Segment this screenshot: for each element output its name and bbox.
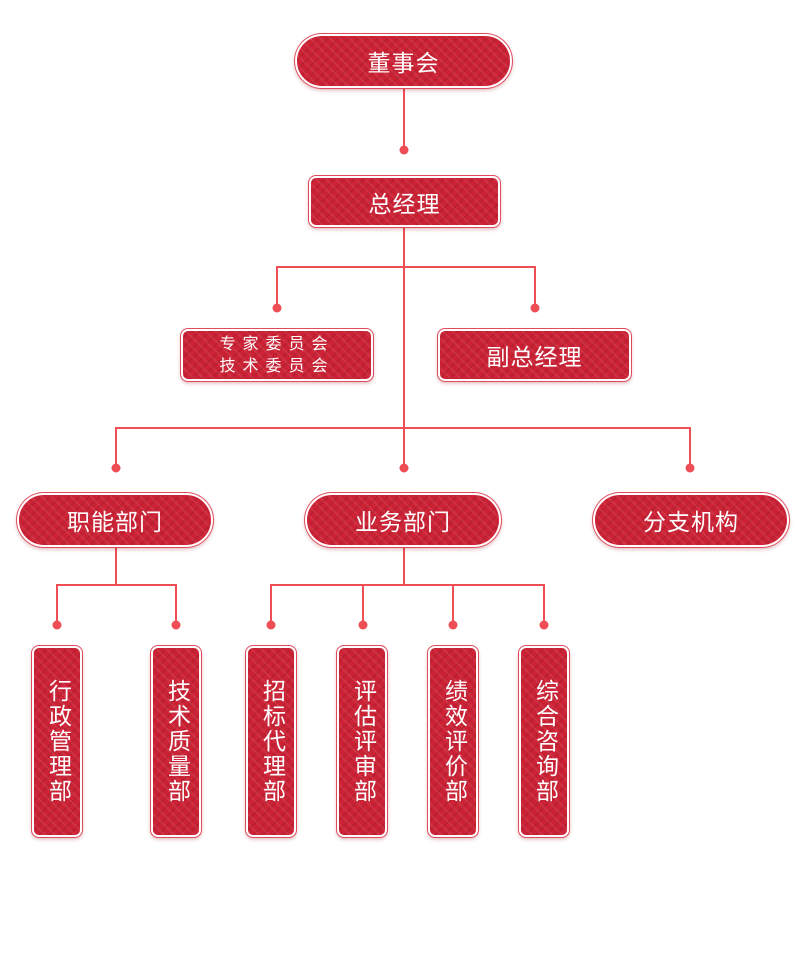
- connector-dot: [448, 620, 458, 630]
- node-performance-eval-dept: 绩效评价部: [428, 646, 478, 837]
- node-committees-text: 专家委员会 技术委员会: [219, 333, 334, 377]
- connector-dot: [685, 463, 695, 473]
- connector-dot: [171, 620, 181, 630]
- node-admin-dept: 行政管理部: [32, 646, 82, 837]
- connector-dot: [530, 303, 540, 313]
- node-business-dept: 业务部门: [305, 493, 501, 547]
- connector-dot: [399, 463, 409, 473]
- node-admin-dept-label: 行政管理部: [44, 679, 71, 804]
- node-board-label: 董事会: [367, 51, 440, 77]
- node-tender-agency-dept: 招标代理部: [246, 646, 296, 837]
- connector-dot: [272, 303, 282, 313]
- node-general-manager: 总经理: [309, 176, 500, 227]
- node-branches-label: 分支机构: [643, 510, 739, 536]
- connector-dot: [539, 620, 549, 630]
- node-consulting-dept-label: 综合咨询部: [531, 679, 558, 804]
- node-deputy-gm-label: 副总经理: [486, 345, 583, 371]
- connector-dot: [358, 620, 368, 630]
- node-board: 董事会: [295, 34, 512, 88]
- node-evaluation-review-dept-label: 评估评审部: [349, 679, 376, 804]
- connector-dot: [399, 145, 409, 155]
- node-tech-quality-dept: 技术质量部: [151, 646, 201, 837]
- node-deputy-gm: 副总经理: [438, 329, 631, 381]
- node-performance-eval-dept-label: 绩效评价部: [440, 679, 467, 804]
- node-general-manager-label: 总经理: [368, 191, 441, 218]
- connector-dot: [111, 463, 121, 473]
- node-business-dept-label: 业务部门: [355, 510, 451, 536]
- connector-dot: [52, 620, 62, 630]
- node-committees: 专家委员会 技术委员会: [181, 329, 373, 381]
- technical-committee-label: 技术委员会: [219, 356, 335, 375]
- expert-committee-label: 专家委员会: [219, 334, 335, 353]
- connector-dot: [266, 620, 276, 630]
- node-functional-dept: 职能部门: [17, 493, 213, 547]
- node-functional-dept-label: 职能部门: [67, 510, 163, 536]
- node-tender-agency-dept-label: 招标代理部: [258, 679, 285, 804]
- node-tech-quality-dept-label: 技术质量部: [163, 679, 190, 804]
- node-evaluation-review-dept: 评估评审部: [337, 646, 387, 837]
- node-branches: 分支机构: [593, 493, 789, 547]
- node-consulting-dept: 综合咨询部: [519, 646, 569, 837]
